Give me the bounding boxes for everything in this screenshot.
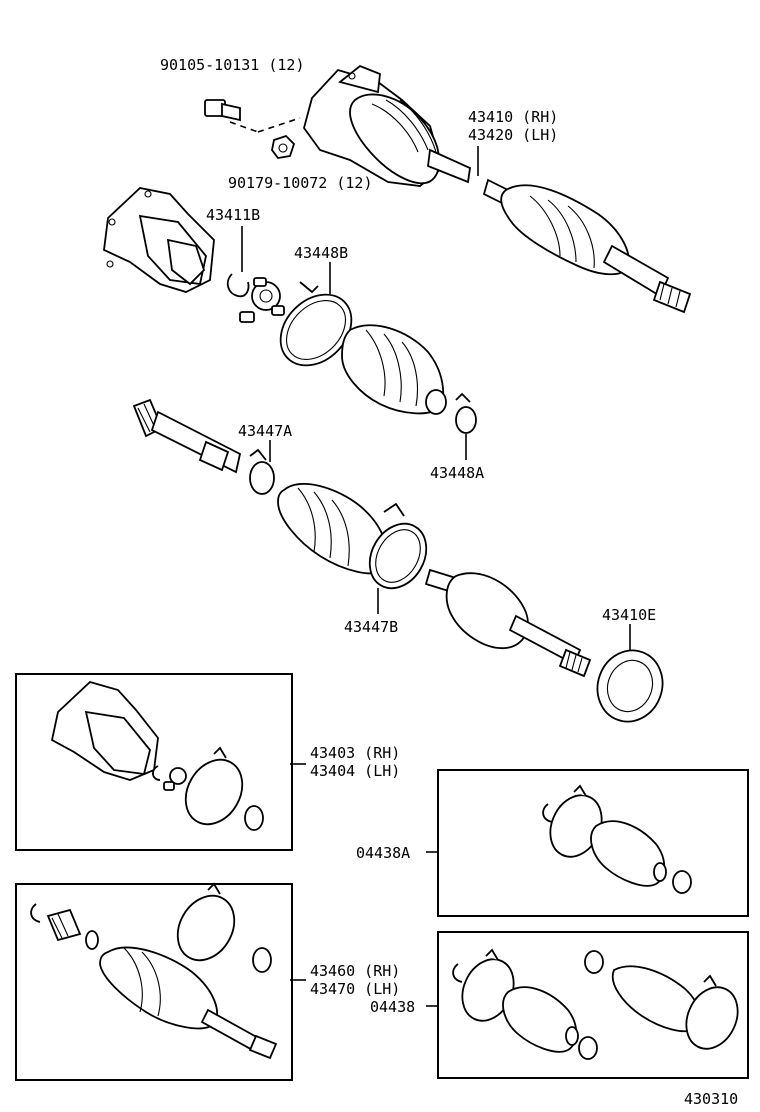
clamp-inner-shaft-drawing	[249, 448, 275, 495]
label-inner-shaft: 43447A	[238, 422, 292, 440]
dust-cover-drawing	[596, 649, 664, 723]
tripod-drawing	[239, 277, 285, 323]
shaft-assembly-drawing	[303, 64, 692, 314]
boot-kit-a-box	[437, 769, 749, 917]
outboard-kit-drawing	[30, 882, 278, 1060]
snap-ring-drawing	[226, 273, 250, 298]
boot-kit-box	[437, 931, 749, 1079]
label-inboard-kit-rh: 43403 (RH)	[310, 744, 400, 762]
label-bolt: 90105-10131 (12)	[160, 56, 305, 74]
illustration-number: 430310	[684, 1090, 738, 1108]
inboard-kit-drawing	[50, 680, 264, 831]
label-nut: 90179-10072 (12)	[228, 174, 373, 192]
label-boot-kit-a: 04438A	[356, 844, 410, 862]
label-clamp-a: 43448A	[430, 464, 484, 482]
label-boot-kit: 04438	[370, 998, 415, 1016]
inner-boot-drawing	[341, 324, 447, 415]
label-inboard-joint: 43411B	[206, 206, 260, 224]
inner-shaft-drawing	[132, 398, 242, 474]
label-outboard-kit-lh: 43470 (LH)	[310, 980, 400, 998]
label-dust-cover: 43410E	[602, 606, 656, 624]
boot-b-drawing	[277, 482, 428, 590]
label-shaft-rh: 43410 (RH)	[468, 108, 558, 126]
inboard-joint-drawing	[103, 187, 215, 293]
label-shaft-lh: 43420 (LH)	[468, 126, 558, 144]
outer-joint-drawing	[424, 568, 592, 678]
outboard-kit-box	[15, 883, 293, 1081]
inboard-kit-box	[15, 673, 293, 851]
leader-lines	[241, 146, 631, 1007]
boot-kit-drawing	[452, 948, 739, 1060]
nut-drawing	[271, 134, 296, 159]
label-inboard-kit-lh: 43404 (LH)	[310, 762, 400, 780]
clamp-b-drawing	[279, 281, 353, 367]
bolt-drawing	[204, 99, 301, 133]
label-boot-b: 43447B	[344, 618, 398, 636]
boot-kit-a-drawing	[542, 784, 692, 894]
label-outboard-kit-rh: 43460 (RH)	[310, 962, 400, 980]
clamp-a-drawing	[455, 392, 477, 434]
label-clamp-b: 43448B	[294, 244, 348, 262]
